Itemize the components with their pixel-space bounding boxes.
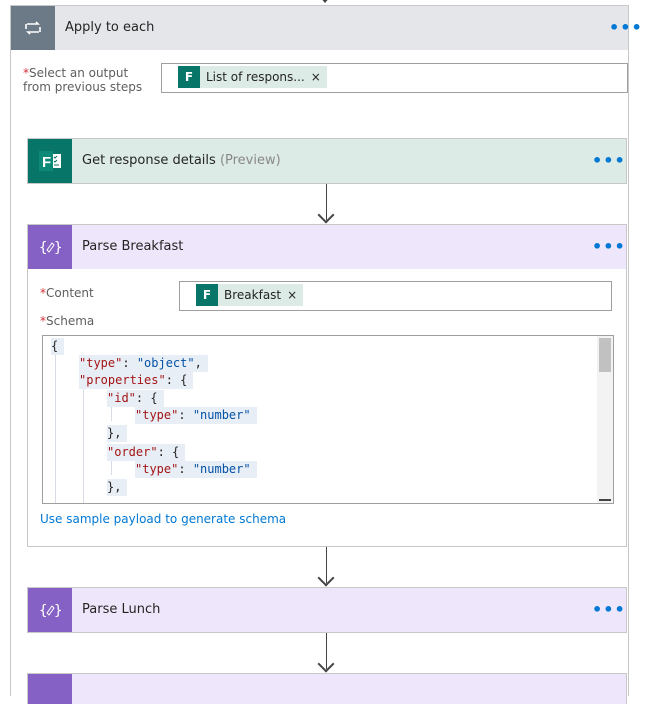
indent-guide [111,404,112,421]
loop-icon [11,6,55,50]
connector-line [326,633,327,669]
svg-text:}: } [54,240,62,256]
schema-label: *Schema [40,314,95,328]
get-response-details-header[interactable]: F Get response details (Preview) ••• [28,139,626,183]
parse-lunch-more-button[interactable]: ••• [592,600,626,619]
code-line: "order": { [107,444,186,461]
arrow-down-icon [317,569,335,587]
svg-text:{: { [39,240,47,256]
code-line: { [51,338,65,355]
parse-breakfast-card: { } Parse Breakfast ••• *Content F Break… [27,224,627,547]
get-response-details-title: Get response details (Preview) [82,153,281,168]
list-of-responses-token[interactable]: F List of respons... × [178,66,327,88]
get-response-details-card[interactable]: F Get response details (Preview) ••• [27,138,627,184]
code-line: "id": { [107,390,164,407]
apply-to-each-container: Apply to each ••• *Select an output from… [10,5,642,704]
scrollbar-thumb[interactable] [599,338,611,372]
code-line: "type": "number" [135,461,257,478]
select-output-label: *Select an output from previous steps [23,66,143,94]
remove-token-button[interactable]: × [287,288,298,302]
indent-guide [111,458,112,475]
schema-scrollbar[interactable] [597,336,613,503]
schema-editor[interactable]: { "type": "object", "properties": { "id"… [42,335,614,504]
forms-icon: F [28,139,72,183]
remove-token-button[interactable]: × [310,70,321,84]
parse-breakfast-more-button[interactable]: ••• [592,237,626,256]
arrow-down-icon [317,655,335,673]
svg-text:}: } [54,603,62,619]
connector-line [326,184,327,220]
parse-breakfast-title: Parse Breakfast [82,239,184,254]
svg-text:{: { [39,603,47,619]
apply-to-each-header[interactable]: Apply to each ••• [11,6,642,50]
connector-line [326,547,327,583]
content-label: *Content [40,286,94,300]
select-output-input[interactable]: F List of respons... × [161,63,628,93]
code-line: "type": "object", [79,355,208,372]
parse-lunch-header[interactable]: { } Parse Lunch ••• [28,588,626,632]
forms-icon: F [196,284,218,306]
parse-breakfast-header[interactable]: { } Parse Breakfast ••• [28,225,626,269]
indent-guide [83,387,84,503]
parse-lunch-title: Parse Lunch [82,602,161,617]
parse-json-icon: { } [28,588,72,632]
parse-json-icon: { } [28,225,72,269]
get-response-details-more-button[interactable]: ••• [592,151,626,170]
forms-icon: F [178,66,200,88]
apply-to-each-more-button[interactable]: ••• [609,18,643,37]
code-line: }, [107,479,128,496]
apply-to-each-title: Apply to each [65,20,155,35]
content-input[interactable]: F Breakfast × [179,281,612,311]
scrollbar-end-marker [599,499,611,501]
parse-lunch-card[interactable]: { } Parse Lunch ••• [27,587,627,633]
arrow-down-icon [317,206,335,224]
incoming-arrow-icon [319,0,331,3]
indent-guide [55,353,56,503]
code-line: }, [107,425,128,442]
use-sample-payload-link[interactable]: Use sample payload to generate schema [40,512,287,526]
next-parse-header[interactable] [28,674,626,704]
code-line: "type": "number" [135,407,257,424]
code-line: "properties": { [79,372,194,389]
parse-json-icon [28,674,72,704]
next-parse-card[interactable] [27,673,627,704]
svg-text:F: F [42,154,51,171]
breakfast-token[interactable]: F Breakfast × [196,284,304,306]
